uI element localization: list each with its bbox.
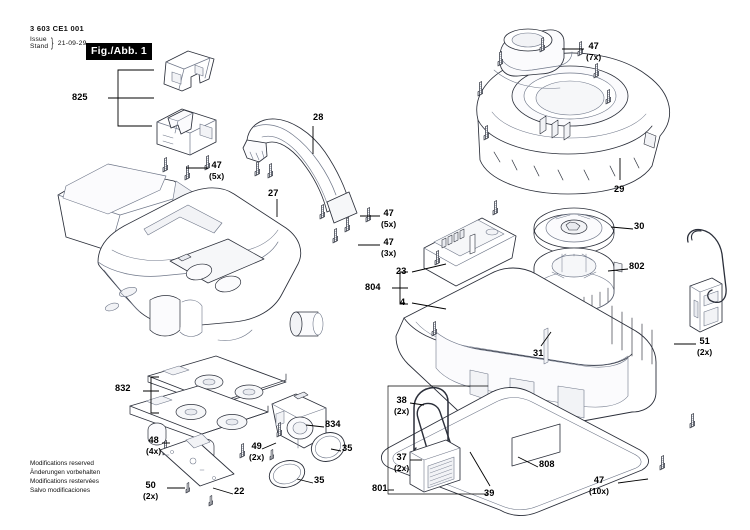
figure-badge: Fig./Abb. 1: [86, 43, 152, 60]
part-wire-spring-right: [686, 228, 727, 304]
callout-808: 808: [539, 459, 555, 469]
callout-30: 30: [634, 221, 645, 231]
callout-825: 825: [72, 92, 88, 102]
footer-line-fr: Modifications restervées: [30, 478, 99, 486]
part-29-motor-housing-upper: [476, 28, 670, 195]
part-37-filter-grille-pad: [409, 439, 461, 493]
callout-28: 28: [313, 112, 324, 122]
sheet-header: 3 603 CE1 001 Issue Stand } 21-09-29: [30, 24, 87, 51]
issue-stand-labels: Issue Stand: [30, 36, 48, 51]
callout-leaders: [108, 48, 696, 495]
part-number: 3 603 CE1 001: [30, 24, 84, 33]
callout-47-5x-left: 47(5x): [209, 160, 225, 181]
callout-47-10x: 47(10x): [589, 475, 610, 496]
housing-outlet-port: [289, 311, 324, 337]
part-28-carry-handle: [242, 118, 358, 224]
callout-37: 37(2x): [394, 452, 410, 473]
callout-27: 27: [268, 188, 279, 198]
issue-date: 21-09-29: [57, 39, 87, 47]
callout-804: 804: [365, 282, 381, 292]
callout-4: 4: [400, 297, 406, 307]
part-35-sealing-ring-lower: [268, 460, 306, 488]
part-35-sealing-ring-upper: [310, 432, 346, 462]
issue-label: Issue: [30, 36, 47, 43]
footer-line-es: Salvo modificaciones: [30, 487, 91, 495]
part-801-filter-kit-frame: [387, 385, 489, 495]
part-825-bracket-lower: [156, 108, 217, 156]
footer-line-en: Modifications reserved: [30, 460, 94, 467]
callout-49: 49(2x): [249, 441, 265, 462]
callout-51: 51(2x): [697, 336, 713, 357]
sheet-footer: Modifications reserved Änderungen vorbeh…: [30, 459, 100, 495]
part-base-tub-housing: [381, 267, 657, 516]
callout-39: 39: [484, 488, 495, 498]
part-51-latch-clip: [689, 277, 723, 333]
callout-832: 832: [115, 383, 131, 393]
stand-label: Stand: [30, 43, 49, 51]
callout-802: 802: [629, 261, 645, 271]
part-22-contact-strip-plate: [159, 433, 235, 487]
callout-31: 31: [533, 348, 544, 358]
callout-47-3x: 47(3x): [381, 237, 397, 258]
callout-29: 29: [614, 184, 625, 194]
callout-22: 22: [234, 486, 245, 496]
issue-brace: }: [51, 35, 54, 51]
part-834-nozzle-elbow: [271, 391, 327, 449]
footer-line-de: Änderungen vorbehalten: [30, 469, 100, 477]
part-23-switch-module: [423, 217, 517, 287]
issue-block: Issue Stand } 21-09-29: [30, 36, 87, 51]
callout-801: 801: [372, 483, 388, 493]
callout-38: 38(2x): [394, 395, 410, 416]
part-825-bracket-upper: [163, 50, 215, 92]
callout-48: 48(4x): [146, 435, 162, 456]
part-main-housing-body: [97, 187, 324, 341]
callout-47-5x-mid: 47(5x): [381, 208, 397, 229]
callout-834: 834: [325, 419, 341, 429]
callout-23: 23: [396, 266, 407, 276]
callout-50: 50(2x): [143, 480, 159, 501]
callout-35-lower: 35: [314, 475, 325, 485]
part-832-plate-lower: [129, 385, 269, 462]
callout-47-7x: 47(7x): [586, 41, 602, 62]
part-30-fan-cover-ring: [533, 207, 615, 255]
callout-35-upper: 35: [342, 443, 353, 453]
